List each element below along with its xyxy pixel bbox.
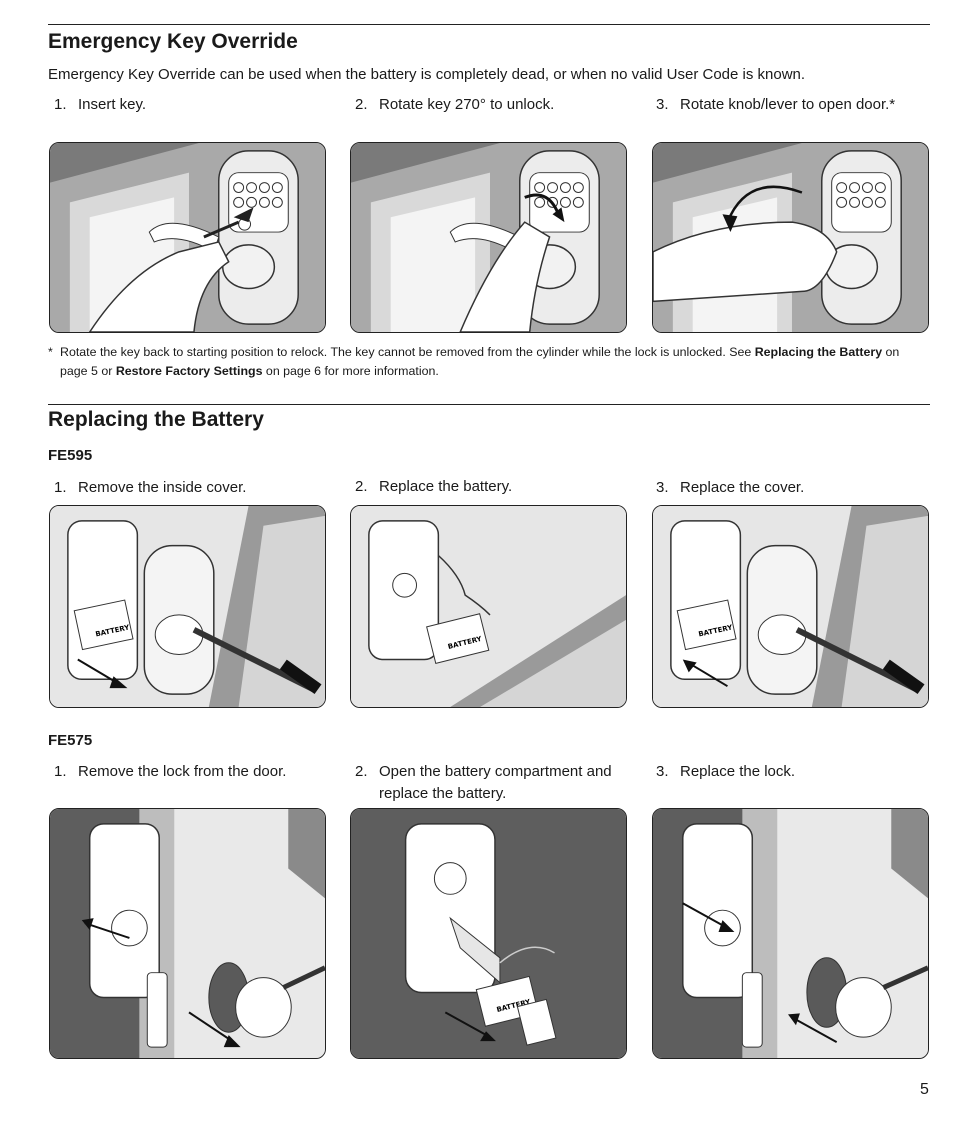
- model-fe575: FE575: [48, 732, 93, 749]
- step-number: 1.: [54, 96, 67, 113]
- step-number: 3.: [656, 479, 669, 496]
- step-number: 2.: [355, 763, 368, 780]
- step-number: 3.: [656, 96, 669, 113]
- fe575-step-1: 1. Remove the lock from the door.: [54, 761, 329, 783]
- step-text: Replace the cover.: [680, 479, 805, 496]
- model-fe595: FE595: [48, 447, 93, 464]
- illustration-replace-battery: BATTERY: [350, 505, 627, 708]
- step-number: 2.: [355, 478, 368, 495]
- illustration-rotate-lever: [652, 142, 929, 333]
- step-text: Remove the lock from the door.: [78, 763, 287, 780]
- footnote-text: on page 6 for more information.: [262, 364, 439, 378]
- footnote-text: Rotate the key back to starting position…: [60, 345, 755, 359]
- illustration-replace-cover: BATTERY: [652, 505, 929, 708]
- step-text: Open the battery compartment and replace…: [379, 763, 612, 802]
- illustration-remove-cover: BATTERY: [49, 505, 326, 708]
- fe595-step-1: 1. Remove the inside cover.: [54, 477, 329, 499]
- step-text: Replace the battery.: [379, 478, 513, 495]
- illustration-insert-key: [49, 142, 326, 333]
- illustration-replace-lock: [652, 808, 929, 1059]
- emergency-footnote: * Rotate the key back to starting positi…: [48, 343, 928, 381]
- link-replacing-battery: Replacing the Battery: [754, 345, 883, 359]
- step-text: Rotate knob/lever to open door.*: [680, 96, 896, 113]
- fe595-step-3: 3. Replace the cover.: [656, 477, 931, 499]
- step-text: Insert key.: [78, 96, 147, 113]
- emergency-title: Emergency Key Override: [48, 30, 298, 53]
- fe575-step-2: 2. Open the battery compartment and repl…: [355, 761, 625, 805]
- footnote-text: on page 5 or: [60, 345, 900, 378]
- step-number: 1.: [54, 479, 67, 496]
- emergency-intro: Emergency Key Override can be used when …: [48, 66, 806, 83]
- top-rule: [48, 24, 930, 25]
- step-number: 1.: [54, 763, 67, 780]
- fe575-step-3: 3. Replace the lock.: [656, 761, 931, 783]
- fe595-step-2: 2. Replace the battery.: [355, 476, 630, 498]
- link-restore-factory-settings: Restore Factory Settings: [115, 364, 263, 378]
- section-rule: [48, 404, 930, 405]
- step-number: 3.: [656, 763, 669, 780]
- page-number: 5: [920, 1081, 929, 1098]
- step-text: Remove the inside cover.: [78, 479, 247, 496]
- step-number: 2.: [355, 96, 368, 113]
- illustration-open-compartment: BATTERY: [350, 808, 627, 1059]
- step-text: Rotate key 270° to unlock.: [379, 96, 555, 113]
- illustration-remove-lock: [49, 808, 326, 1059]
- step-text: Replace the lock.: [680, 763, 796, 780]
- footnote-marker: *: [48, 345, 53, 359]
- emergency-step-2: 2. Rotate key 270° to unlock.: [355, 94, 630, 116]
- illustration-rotate-key: [350, 142, 627, 333]
- emergency-step-1: 1. Insert key.: [54, 94, 329, 116]
- battery-title: Replacing the Battery: [48, 408, 264, 431]
- emergency-step-3: 3. Rotate knob/lever to open door.*: [656, 94, 896, 116]
